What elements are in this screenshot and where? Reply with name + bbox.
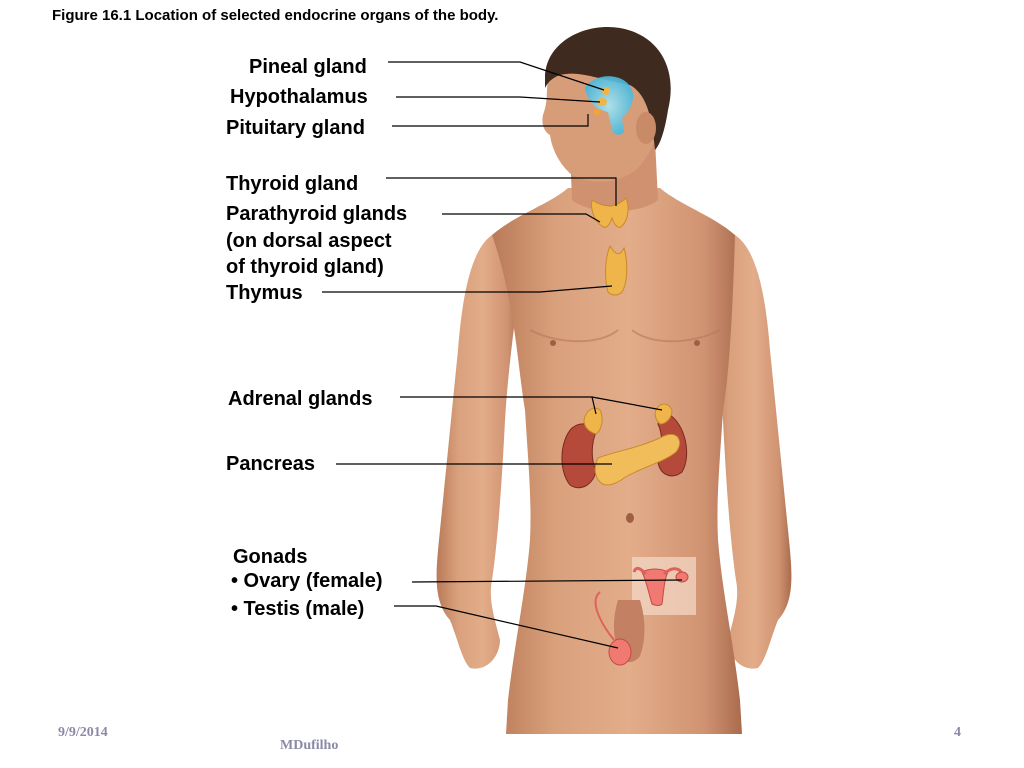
navel [626,513,634,523]
left-adrenal-gland [583,407,603,435]
label-pancreas: Pancreas [226,453,315,475]
label-gonads: Gonads [233,546,308,568]
pancreas [594,434,680,486]
leader-parathyroid [442,213,601,223]
label-pituitary-gland: Pituitary gland [226,117,365,139]
nipple-right [694,340,700,346]
leader-ovary [411,579,683,583]
label-thyroid-gland: Thyroid gland [226,173,359,195]
hair [545,26,671,150]
leader-lines [322,61,683,649]
pineal-gland [602,87,610,95]
fallopian-tube-left [632,566,648,576]
footer-author: MDufilho [280,738,339,753]
label-parathyroid-glands: Parathyroid glands [226,203,408,225]
label-hypothalamus: Hypothalamus [230,86,368,108]
testis [608,638,632,666]
leader-pituitary [392,114,589,127]
thyroid-gland [591,197,629,228]
label-ovary: • Ovary (female) [231,570,383,592]
uterus [641,568,669,606]
footer-date: 9/9/2014 [58,725,108,740]
label-pineal-gland: Pineal gland [249,56,367,78]
ear [636,112,656,144]
nipple-left [550,340,556,346]
pectoral-contour-right [631,329,721,343]
organs [561,76,696,666]
vas-deferens [594,591,615,641]
leader-adrenal-right [591,396,663,411]
brain-region [585,76,634,135]
hypothalamus [597,98,607,106]
left-arm [436,235,520,669]
pectoral-contour-left [529,329,619,343]
footer-page-number: 4 [954,725,961,740]
leader-hypothalamus [396,96,601,103]
figure-title: Figure 16.1 Location of selected endocri… [52,7,499,24]
label-adrenal-glands: Adrenal glands [228,388,373,410]
label-thymus: Thymus [226,282,303,304]
leader-thymus [322,285,613,293]
leader-pineal [388,61,605,91]
label-parathyroid-note-1: (on dorsal aspect [226,230,392,252]
pituitary-gland [593,109,601,115]
label-parathyroid-note-2: of thyroid gland) [226,256,384,278]
leader-testis [394,605,619,649]
leader-thyroid [386,177,617,206]
thymus [605,244,628,296]
label-testis: • Testis (male) [231,598,365,620]
